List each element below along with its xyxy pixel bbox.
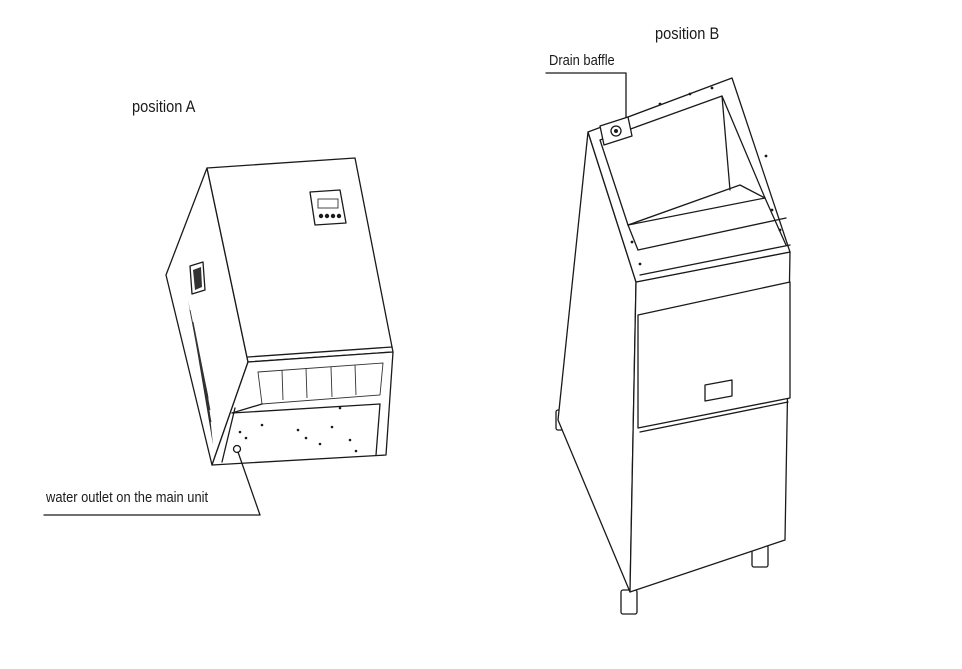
bin-leg [620, 589, 638, 615]
position-b-label: position B [655, 24, 720, 43]
ice-storage-bin [555, 77, 791, 615]
position-a-label: position A [132, 97, 196, 116]
water-outlet-label: water outlet on the main unit [46, 489, 209, 506]
ice-machine-main-unit [165, 157, 394, 466]
drain-baffle-leader [545, 72, 627, 118]
drain-baffle-label: Drain baffle [549, 52, 615, 69]
bin-door [637, 281, 791, 429]
drain-baffle [599, 116, 633, 146]
water-outlet-leader [43, 451, 261, 516]
bin-door-handle [704, 379, 733, 402]
control-panel [309, 189, 347, 226]
vent-grille [188, 300, 213, 445]
water-outlet-port [232, 444, 242, 454]
